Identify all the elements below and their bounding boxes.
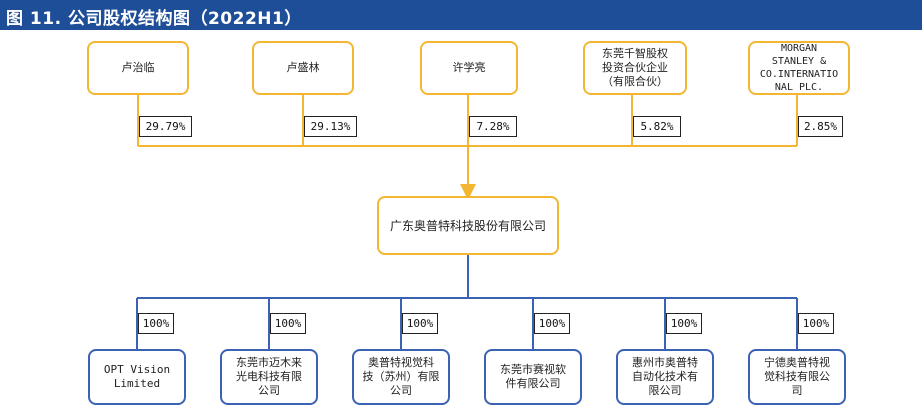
subsidiary-box: 奥普特视觉科 技（苏州）有限 公司 <box>352 349 450 405</box>
subsidiary-name: 奥普特视觉科 技（苏州）有限 公司 <box>362 356 440 397</box>
shareholder-name: 东莞千智股权 投资合伙企业 （有限合伙） <box>602 47 668 88</box>
subsidiary-box: 东莞市迈木来 光电科技有限 公司 <box>220 349 318 405</box>
subsidiary-box: OPT Vision Limited <box>88 349 186 405</box>
shareholder-name: 卢治临 <box>121 61 155 74</box>
shareholder-box: 卢治临 <box>87 41 189 95</box>
share-percentage: 29.13% <box>304 116 357 137</box>
subsidiary-percentage: 100% <box>270 313 306 334</box>
subsidiary-percentage: 100% <box>534 313 570 334</box>
subsidiary-percentage: 100% <box>138 313 174 334</box>
share-percentage: 7.28% <box>469 116 517 137</box>
subsidiary-name: 东莞市迈木来 光电科技有限 公司 <box>236 356 302 397</box>
subsidiary-name: 惠州市奥普特 自动化技术有 限公司 <box>632 356 698 397</box>
shareholder-box: 许学亮 <box>420 41 518 95</box>
share-percentage: 2.85% <box>798 116 843 137</box>
share-percentage: 5.82% <box>633 116 681 137</box>
subsidiary-name: 东莞市赛视软 件有限公司 <box>500 363 566 390</box>
shareholder-box: 卢盛林 <box>252 41 354 95</box>
subsidiary-percentage: 100% <box>798 313 834 334</box>
company-box: 广东奥普特科技股份有限公司 <box>377 196 559 255</box>
subsidiary-box: 宁德奥普特视 觉科技有限公 司 <box>748 349 846 405</box>
share-percentage: 29.79% <box>139 116 192 137</box>
figure-title: 图 11. 公司股权结构图（2022H1） <box>6 9 302 29</box>
shareholder-name: 许学亮 <box>452 61 486 74</box>
subsidiary-percentage: 100% <box>402 313 438 334</box>
subsidiary-name: OPT Vision Limited <box>103 363 171 390</box>
shareholder-name: MORGAN STANLEY & CO.INTERNATIO NAL PLC. <box>759 43 839 93</box>
company-name: 广东奥普特科技股份有限公司 <box>389 218 546 233</box>
subsidiary-percentage: 100% <box>666 313 702 334</box>
subsidiary-name: 宁德奥普特视 觉科技有限公 司 <box>764 356 830 397</box>
subsidiary-box: 东莞市赛视软 件有限公司 <box>484 349 582 405</box>
subsidiary-box: 惠州市奥普特 自动化技术有 限公司 <box>616 349 714 405</box>
figure-header: 图 11. 公司股权结构图（2022H1） <box>0 0 922 30</box>
shareholder-name: 卢盛林 <box>286 61 320 74</box>
shareholder-box: 东莞千智股权 投资合伙企业 （有限合伙） <box>583 41 687 95</box>
shareholder-box: MORGAN STANLEY & CO.INTERNATIO NAL PLC. <box>748 41 850 95</box>
